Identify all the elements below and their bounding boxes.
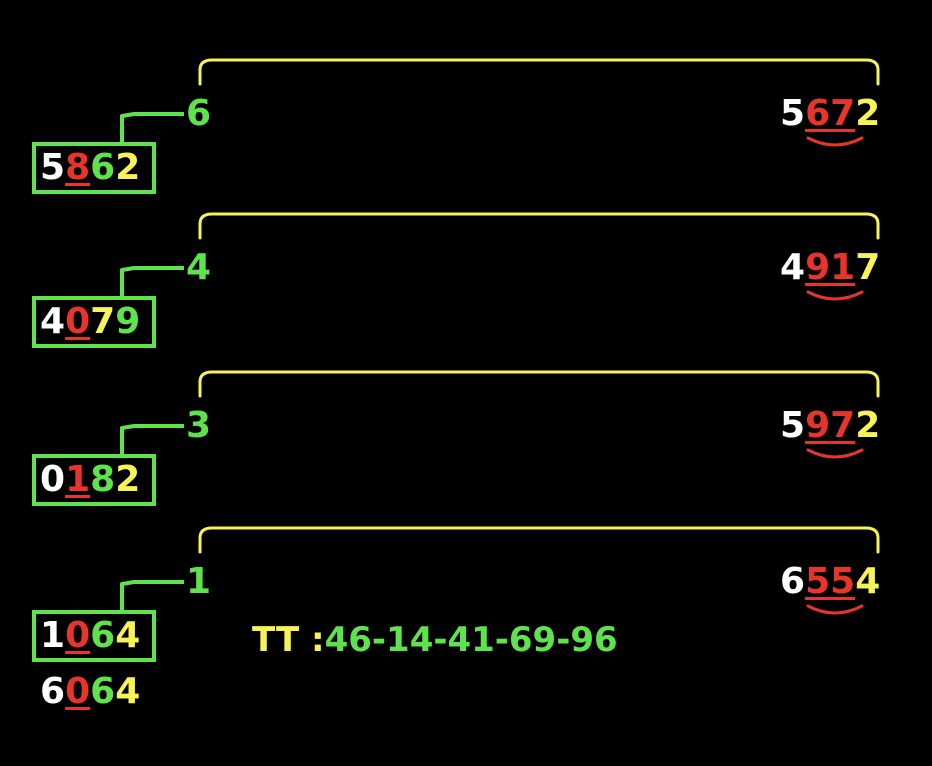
yellow-bracket [198, 212, 880, 240]
digit: 7 [855, 247, 881, 288]
digit: 6 [90, 147, 116, 188]
digit: 0 [65, 615, 91, 656]
digit: 6 [780, 561, 806, 602]
left-number-box [32, 142, 156, 194]
digit: 6 [90, 615, 116, 656]
tt-value: 46-14-41-69-96 [324, 620, 618, 660]
digit: 1 [830, 247, 856, 288]
link-digit: 6 [186, 93, 212, 134]
digit: 9 [805, 247, 831, 288]
left-number-box [32, 296, 156, 348]
digit: 2 [855, 405, 881, 446]
digit: 6 [90, 671, 116, 712]
link-digit: 3 [186, 405, 212, 446]
tt-line: TT :46-14-41-69-96 [252, 620, 618, 660]
digit: 5 [780, 405, 806, 446]
digit: 8 [65, 147, 91, 188]
digit: 5 [805, 561, 831, 602]
left-number-box [32, 610, 156, 662]
elbow-connector [120, 112, 184, 142]
left-number-box [32, 454, 156, 506]
digit: 1 [40, 615, 66, 656]
digit: 6 [40, 671, 66, 712]
digit: 7 [830, 405, 856, 446]
digit: 0 [40, 459, 66, 500]
digit: 9 [805, 405, 831, 446]
digit: 9 [115, 301, 141, 342]
red-smile-mark [806, 136, 864, 147]
yellow-bracket [198, 526, 880, 554]
digit: 7 [90, 301, 116, 342]
digit: 1 [65, 459, 91, 500]
digit: 4 [115, 615, 141, 656]
extra-number: 6064 [40, 672, 140, 712]
elbow-connector [120, 266, 184, 296]
right-number: 6554 [780, 562, 880, 602]
tt-label: TT : [252, 620, 325, 660]
digit: 4 [780, 247, 806, 288]
red-smile-mark [806, 448, 864, 459]
left-number: 0182 [40, 460, 140, 500]
digit: 6 [805, 93, 831, 134]
yellow-bracket [198, 370, 880, 398]
yellow-bracket [198, 58, 880, 86]
digit: 2 [855, 93, 881, 134]
elbow-connector [120, 580, 184, 610]
elbow-connector [120, 424, 184, 454]
left-number: 4079 [40, 302, 140, 342]
link-digit: 1 [186, 561, 212, 602]
digit: 4 [115, 671, 141, 712]
digit: 5 [40, 147, 66, 188]
digit: 5 [830, 561, 856, 602]
right-number: 5672 [780, 94, 880, 134]
red-smile-mark [806, 290, 864, 301]
right-number: 4917 [780, 248, 880, 288]
link-digit: 4 [186, 247, 212, 288]
digit: 4 [40, 301, 66, 342]
digit: 0 [65, 671, 91, 712]
digit: 7 [830, 93, 856, 134]
digit: 5 [780, 93, 806, 134]
digit: 8 [90, 459, 116, 500]
digit: 2 [115, 147, 141, 188]
digit: 2 [115, 459, 141, 500]
red-smile-mark [806, 604, 864, 615]
left-number: 1064 [40, 616, 140, 656]
right-number: 5972 [780, 406, 880, 446]
left-number: 5862 [40, 148, 140, 188]
digit: 4 [855, 561, 881, 602]
digit: 0 [65, 301, 91, 342]
